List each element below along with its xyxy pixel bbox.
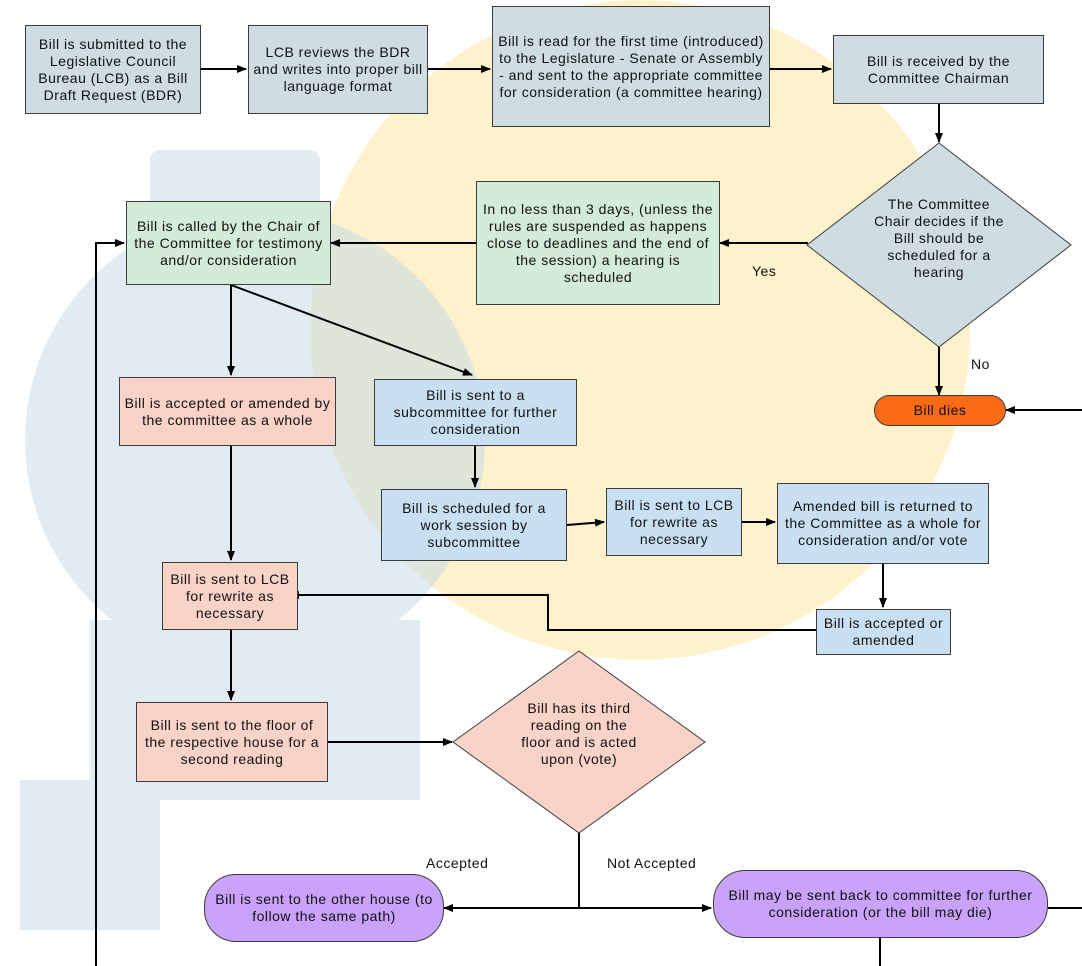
label-no: No [971, 356, 990, 372]
label-yes: Yes [752, 263, 777, 279]
node-bill-dies: Bill dies [874, 395, 1006, 426]
arrow-work-session-to-lcb [566, 518, 605, 527]
node-sent-to-lcb-subcommittee: Bill is sent to LCB for rewrite as neces… [606, 488, 742, 556]
node-accepted-amended-whole: Bill is accepted or amended by the commi… [119, 377, 336, 446]
label-accepted: Accepted [426, 855, 489, 871]
arrow-called-to-subcommittee [230, 284, 473, 376]
node-sent-to-floor: Bill is sent to the floor of the respect… [136, 702, 328, 782]
decision-third-reading [452, 650, 706, 834]
node-work-session: Bill is scheduled for a work session by … [381, 489, 567, 561]
node-sent-to-lcb-main: Bill is sent to LCB for rewrite as neces… [162, 562, 298, 630]
decision-chair-decides [806, 142, 1072, 348]
node-sent-to-other-house: Bill is sent to the other house (to foll… [204, 874, 444, 942]
node-received-by-chairman: Bill is received by the Committee Chairm… [833, 35, 1044, 104]
label-not-accepted: Not Accepted [607, 855, 697, 871]
node-accepted-or-amended: Bill is accepted or amended [816, 609, 951, 655]
arrow-loop-to-called [95, 239, 125, 966]
node-lcb-reviews: LCB reviews the BDR and writes into prop… [248, 25, 428, 114]
decision-chair-decides-text: The Committee Chair decides if the Bill … [874, 196, 1004, 280]
node-sent-to-subcommittee: Bill is sent to a subcommittee for furth… [374, 379, 577, 446]
decision-third-reading-text: Bill has its third reading on the floor … [521, 700, 637, 767]
node-hearing-scheduled: In no less than 3 days, (unless the rule… [476, 181, 720, 305]
node-sent-back-to-committee: Bill may be sent back to committee for f… [713, 870, 1048, 938]
node-amended-returned: Amended bill is returned to the Committe… [777, 483, 989, 564]
node-first-reading: Bill is read for the first time (introdu… [492, 6, 770, 127]
node-called-by-chair: Bill is called by the Chair of the Commi… [126, 201, 331, 285]
arrow-accepted-to-lcb [289, 591, 816, 631]
node-bill-submitted: Bill is submitted to the Legislative Cou… [25, 25, 201, 114]
